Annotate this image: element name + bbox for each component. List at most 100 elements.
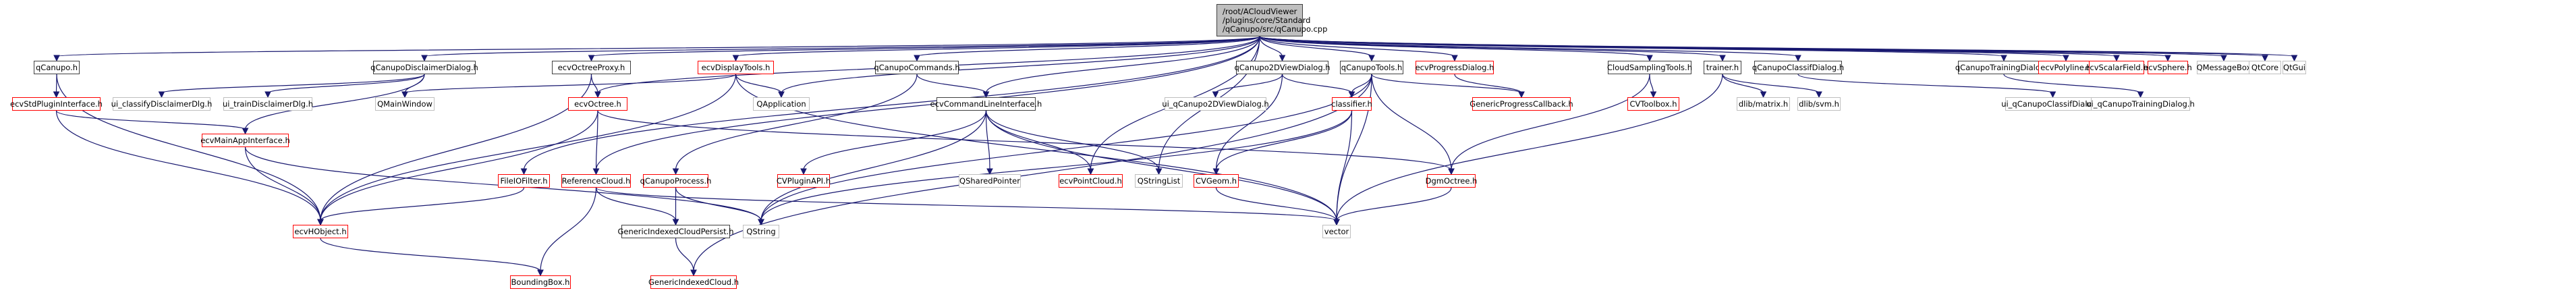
- arrowhead-qCanupoClassifDialog_h-to-ui_qCanupoClassifDialog_h: [2049, 91, 2056, 99]
- edge-qCanupoTools_h-to-GenericProgressCallback_h: [1371, 74, 1522, 94]
- arrowhead-trainer_h-to-dlib_svm_h: [1816, 91, 1822, 99]
- node-ecv-octree-proxy-h[interactable]: ecvOctreeProxy.h: [552, 61, 631, 74]
- node-cvpluginapi-h[interactable]: CVPluginAPI.h: [777, 174, 831, 188]
- edge-ecvProgressDialog_h-to-GenericProgressCallback_h: [1454, 74, 1522, 94]
- node-bounding-box-h[interactable]: BoundingBox.h: [510, 275, 571, 289]
- node-ui-qcanupo-training-dialog-h: ui_qCanupoTrainingDialog.h: [2086, 97, 2195, 111]
- arrowhead-root-to-qCanupoTrainingDialog_h: [2000, 55, 2007, 62]
- edge-root-to-QApplication: [781, 36, 1260, 94]
- edge-qCanupoProcess_h-to-QString: [675, 187, 762, 221]
- node-qcanupo-tools-h[interactable]: qCanupoTools.h: [1340, 61, 1403, 74]
- node-reference-cloud-h[interactable]: ReferenceCloud.h: [561, 174, 631, 188]
- root-line-1: /root/ACloudViewer: [1223, 6, 1297, 16]
- node-ecv-polyline-h[interactable]: ecvPolyline.h: [2038, 61, 2094, 74]
- node-ecv-progress-dialog-h[interactable]: ecvProgressDialog.h: [1416, 61, 1494, 74]
- arrowhead-ecvCommandLineInterface_h-to-QSharedPointer: [986, 168, 993, 176]
- edge-ecvOctree_h-to-ecvHObject_h: [320, 110, 598, 221]
- node-qstringlist: QStringList: [1135, 174, 1183, 188]
- edge-ecvStdPluginInterface_h-to-ecvMainAppInterface_h: [55, 110, 246, 130]
- node-qcanupo-process-h[interactable]: qCanupoProcess.h: [640, 174, 711, 188]
- edge-ecvDisplayTools_h-to-QMainWindow: [404, 74, 737, 94]
- node-qcanupo-commands-h[interactable]: qCanupoCommands.h: [874, 61, 960, 74]
- node-qstring: QString: [743, 225, 779, 238]
- edge-classifier_h-to-vector: [1336, 110, 1353, 221]
- arrowhead-qCanupoDisclaimerDialog_h-to-ecvMainAppInterface_h: [242, 128, 249, 135]
- edge-qCanupo2DViewDialog_h-to-ui_qCanupo2DViewDialog_h: [1214, 74, 1283, 94]
- arrowhead-ecvCommandLineInterface_h-to-QStringList: [1155, 168, 1163, 176]
- node-ecv-main-app-interface-h[interactable]: ecvMainAppInterface.h: [200, 134, 290, 147]
- node-classifier-h[interactable]: classifier.h: [1331, 97, 1372, 111]
- edge-qCanupo_h-to-ecvHObject_h: [56, 74, 321, 221]
- arrowhead-qCanupo_h-to-ecvStdPluginInterface_h: [53, 91, 60, 99]
- node-generic-indexed-cloud-h[interactable]: GenericIndexedCloud.h: [648, 275, 739, 289]
- edge-ecvDisplayTools_h-to-ecvHObject_h: [320, 74, 737, 221]
- node-trainer-h[interactable]: trainer.h: [1704, 61, 1741, 74]
- node-ecv-hobject-h[interactable]: ecvHObject.h: [293, 225, 348, 238]
- edge-ecvCommandLineInterface_h-to-QSharedPointer: [985, 110, 990, 171]
- edge-ecvOctree_h-to-ReferenceCloud_h: [595, 110, 598, 171]
- arrowhead-qCanupoTools_h-to-GenericIndexedCloud_h: [690, 269, 697, 277]
- edge-ecvOctreeProxy_h-to-ecvOctree_h: [590, 74, 598, 94]
- node-qcanupo-2d-view-dialog-h[interactable]: qCanupo2DViewDialog.h: [1234, 61, 1331, 74]
- node-qsharedpointer: QSharedPointer: [959, 174, 1021, 188]
- edge-ecvCommandLineInterface_h-to-ecvPointCloud_h: [985, 110, 1092, 171]
- edge-ecvDisplayTools_h-to-QApplication: [735, 74, 782, 94]
- edge-ReferenceCloud_h-to-BoundingBox_h: [540, 187, 597, 272]
- node-qtgui: QtGui: [2283, 61, 2306, 74]
- node-ecv-point-cloud-h[interactable]: ecvPointCloud.h: [1059, 174, 1123, 188]
- edge-root-to-ecvDisplayTools_h: [735, 36, 1260, 57]
- node-ui-train-disclaimer-dlg-h: ui_trainDisclaimerDlg.h: [223, 97, 313, 111]
- edge-qCanupoTools_h-to-DgmOctree_h: [1371, 74, 1452, 171]
- root-line-2: /plugins/core/Standard: [1223, 15, 1311, 25]
- node-dlib-svm-h: dlib/svm.h: [1797, 97, 1841, 111]
- edge-qCanupoTools_h-to-QString: [760, 74, 1372, 221]
- arrowhead-root-to-qCanupoClassifDialog_h: [1795, 55, 1801, 62]
- arrowhead-ecvHObject_h-to-BoundingBox_h: [537, 269, 544, 277]
- arrowhead-root-to-CloudSamplingTools_h: [1646, 55, 1653, 62]
- node-dgm-octree-h[interactable]: DgmOctree.h: [1426, 174, 1477, 188]
- arrowhead-root-to-qCanupoCommands_h: [914, 55, 920, 62]
- edge-FileIOFilter_h-to-ecvHObject_h: [320, 187, 525, 221]
- node-qcanupo-h[interactable]: qCanupo.h: [34, 61, 80, 74]
- node-ui-classify-disclaimer-dlg-h: ui_classifyDisclaimerDlg.h: [111, 97, 212, 111]
- edge-qCanupoTools_h-to-GenericIndexedCloud_h: [693, 74, 1372, 272]
- arrowhead-trainer_h-to-dlib_matrix_h: [1760, 91, 1767, 99]
- node-qcanupo-classif-dialog-h[interactable]: qCanupoClassifDialog.h: [1752, 61, 1844, 74]
- edge-classifier_h-to-CVGeom_h: [1215, 110, 1353, 171]
- edge-ecvStdPluginInterface_h-to-ecvHObject_h: [55, 110, 321, 221]
- arrowhead-ecvOctreeProxy_h-to-ecvOctree_h: [594, 91, 601, 99]
- arrowhead-classifier_h-to-QString: [758, 219, 764, 226]
- node-cvtoolbox-h[interactable]: CVToolbox.h: [1627, 97, 1679, 111]
- edge-trainer_h-to-dlib_svm_h: [1722, 74, 1820, 94]
- node-cloud-sampling-tools-h[interactable]: CloudSamplingTools.h: [1607, 61, 1692, 74]
- edge-root-to-FileIOFilter_h: [523, 36, 1260, 171]
- node-ecv-display-tools-h[interactable]: ecvDisplayTools.h: [698, 61, 774, 74]
- edge-qCanupo2DViewDialog_h-to-classifier_h: [1281, 74, 1353, 94]
- arrowhead-root-to-QMessageBox: [2220, 55, 2227, 62]
- arrowhead-trainer_h-to-vector: [1333, 219, 1340, 226]
- node-file-io-filter-h[interactable]: FileIOFilter.h: [498, 174, 550, 188]
- arrowhead-qCanupoDisclaimerDialog_h-to-ui_classifyDisclaimerDlg_h: [158, 91, 165, 99]
- edge-ReferenceCloud_h-to-GenericIndexedCloudPersist_h: [595, 187, 677, 221]
- node-cvgeom-h[interactable]: CVGeom.h: [1194, 174, 1239, 188]
- node-qcanupo-disclaimer-dialog-h[interactable]: qCanupoDisclaimerDialog.h: [370, 61, 478, 74]
- edge-CloudSamplingTools_h-to-CVToolbox_h: [1649, 74, 1654, 94]
- arrowhead-root-to-ecvDisplayTools_h: [732, 55, 739, 62]
- node-ecv-command-line-interface-h[interactable]: ecvCommandLineInterface.h: [930, 97, 1042, 111]
- node-ecv-scalar-field-h[interactable]: ecvScalarField.h: [2085, 61, 2148, 74]
- node-ecv-octree-h[interactable]: ecvOctree.h: [568, 97, 627, 111]
- node-ui-qcanupo-2d-view-dialog-h: ui_qCanupo2DViewDialog.h: [1162, 97, 1269, 111]
- edge-qCanupoTrainingDialog_h-to-ui_qCanupoTrainingDialog_h: [2003, 74, 2141, 94]
- node-generic-progress-callback-h[interactable]: GenericProgressCallback.h: [1469, 97, 1573, 111]
- node-qmessagebox: QMessageBox: [2197, 61, 2251, 74]
- arrowhead-FileIOFilter_h-to-ecvHObject_h: [317, 219, 324, 226]
- arrowhead-root-to-qCanupoDisclaimerDialog_h: [421, 55, 428, 62]
- node-qcanupo-training-dialog-h[interactable]: qCanupoTrainingDialog.h: [1955, 61, 2052, 74]
- node-ecv-sphere-h[interactable]: ecvSphere.h: [2144, 61, 2192, 74]
- node-generic-indexed-cloud-persist-h[interactable]: GenericIndexedCloudPersist.h: [617, 225, 734, 238]
- edge-root-to-ReferenceCloud_h: [595, 36, 1260, 171]
- edge-ecvHObject_h-to-BoundingBox_h: [320, 238, 541, 272]
- node-ecv-std-plugin-interface-h[interactable]: ecvStdPluginInterface.h: [10, 97, 103, 111]
- node-qtcore: QtCore: [2249, 61, 2281, 74]
